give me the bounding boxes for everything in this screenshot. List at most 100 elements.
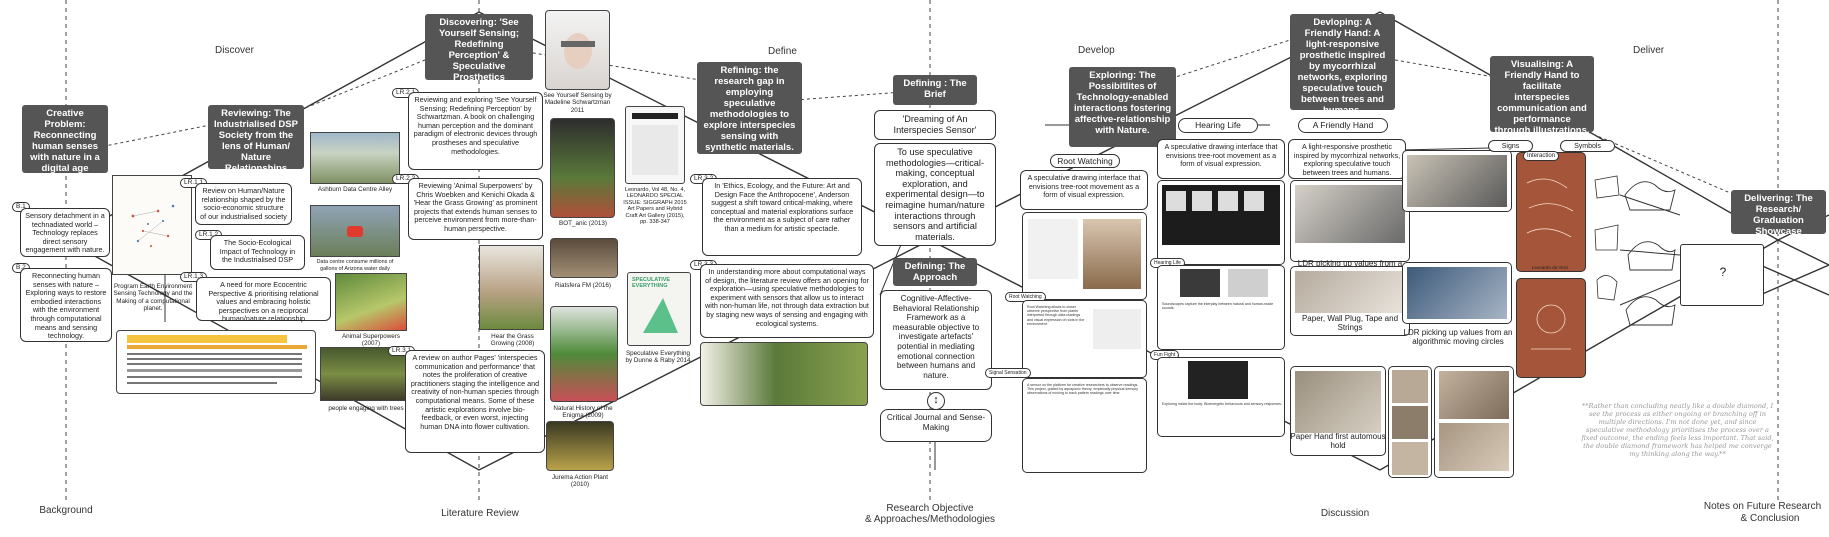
ldr-testing-photo (1407, 155, 1507, 207)
notes-text: Exploring inside the body: Bioenergetic … (1162, 402, 1282, 406)
friendly-hand-desc: A light-responsive prosthetic inspired b… (1288, 139, 1406, 179)
hearing-life-desc: A speculative drawing interface that env… (1157, 139, 1285, 179)
root-image (1083, 219, 1141, 289)
notes-sketch (1093, 309, 1141, 349)
deliver-outcome-box: ? (1680, 244, 1764, 306)
highlight-1 (127, 335, 287, 343)
hand-photo (1439, 371, 1509, 419)
ldr-algo-photo (1407, 267, 1507, 319)
notes-text: Soundscapes capture the interplay betwee… (1162, 302, 1274, 311)
scatter-illustration (131, 204, 175, 247)
people-trees-caption: people engaging with trees (328, 405, 404, 412)
discovering-box: Discovering: 'See Yourself Sensing; Rede… (425, 14, 533, 83)
ui-square (1166, 191, 1186, 211)
program-earth-image (112, 175, 192, 275)
label-discussion: Discussion (1320, 508, 1370, 519)
reflection-quote: **Rather than concluding neatly like a d… (1581, 402, 1774, 458)
notes-text: Root Watching allows to closer observe p… (1027, 305, 1085, 326)
botanic-photo (550, 118, 615, 218)
phase-develop: Develop (1078, 45, 1115, 56)
notes-text: A sensor on the platform for creative re… (1027, 383, 1139, 396)
illustration-frame: Interaction (1516, 151, 1586, 272)
ldr-algo-frame (1402, 262, 1512, 324)
approach-box: Cognitive-Affective-Behavioral Relations… (880, 290, 992, 390)
label-notes-future-research: Notes on Future Research (1703, 501, 1822, 512)
label-research-objective: Research Objective (886, 503, 974, 514)
paper-first-photo (1295, 371, 1381, 433)
brief-title-box: 'Dreaming of An Interspecies Sensor' (874, 110, 996, 140)
paper-hand-caption: Paper, Wall Plug, Tape and Strings (1301, 314, 1399, 332)
text-line (127, 353, 302, 355)
highlight-2 (127, 345, 307, 349)
woodcut-illustration (1531, 304, 1571, 350)
dark-photo (1188, 361, 1248, 399)
hand-sketches (1620, 170, 1680, 330)
visualising-box: Visualising: A Friendly Hand to facilita… (1490, 56, 1594, 136)
lr21-box: Reviewing and exploring 'See Yourself Se… (408, 92, 543, 170)
hand-photo (1439, 423, 1509, 471)
ldr-white-frame (1290, 180, 1410, 262)
developing-box: Devloping: A Friendly Hand: A light-resp… (1290, 14, 1395, 116)
ldr-algo-caption: LDR picking up values from an algorithmi… (1403, 328, 1513, 346)
hearing-life-notes: Soundscapes capture the interplay betwee… (1157, 265, 1285, 350)
journal-title-bar (632, 113, 678, 119)
text-line (127, 369, 302, 372)
face-illustration (561, 33, 595, 69)
root-watching-screenshot (1022, 212, 1147, 300)
end-marker (1759, 264, 1829, 296)
hearing-life-screenshot (1157, 180, 1285, 265)
hand-grid-frame (1434, 366, 1514, 478)
sketch-drawings (1594, 175, 1620, 301)
hand-photo (1392, 442, 1428, 475)
lr31-box: A review on author Pages' 'interspecies … (405, 350, 545, 453)
background-b1-box: Sensory detachment in a technadiated wor… (20, 208, 110, 257)
phase-define: Define (768, 46, 797, 57)
phase-deliver: Deliver (1633, 45, 1665, 56)
sketch-column (1592, 170, 1622, 320)
fun-fight-notes: Exploring inside the body: Bioenergetic … (1157, 357, 1285, 437)
program-earth-caption: Program Earth Environment Sensing Techno… (113, 283, 193, 313)
lr22-box: Reviewing 'Animal Superpowers' by Chris … (408, 178, 543, 240)
label-literature-review: Literature Review (441, 508, 519, 519)
text-excerpt-image (116, 330, 316, 394)
hand-photo (1392, 406, 1428, 439)
question-mark: ? (1719, 265, 1727, 279)
lr33-box: In understanding more about computationa… (700, 264, 874, 338)
refining-box: Refining: the research gap in employing … (697, 62, 802, 154)
text-line (127, 376, 302, 378)
animal-superpowers-photo (335, 273, 407, 331)
hearing-life-pill: Hearing Life (1178, 118, 1258, 133)
interaction-tag: Interaction (1523, 151, 1560, 161)
paper-hand-first-frame (1290, 366, 1386, 456)
datacentre-caption: Data centre consume millions of gallons … (316, 259, 394, 273)
jurema-caption: Jurema Action Plant (2010) (551, 474, 608, 489)
reviewing-box: Reviewing: The Industrialised DSP Societ… (208, 105, 304, 174)
text-line (127, 358, 302, 360)
friendly-hand-pill: A Friendly Hand (1298, 118, 1388, 133)
journal-image (632, 125, 678, 175)
natural-history-photo (550, 306, 618, 402)
label-conclusion: & Conclusion (1740, 513, 1800, 524)
illustration-caption: Leonardo da Vinci (1531, 265, 1569, 270)
defining-approach-box: Defining: The Approach (893, 258, 977, 286)
hand-sketch-drawings (1624, 181, 1676, 326)
ui-square (1218, 191, 1238, 211)
ldr-white-photo (1295, 185, 1405, 243)
paper-hand-frame (1290, 266, 1410, 336)
signal-sensation-notes: A sensor on the platform for creative re… (1022, 378, 1147, 473)
delivering-box: Delivering: The Research/ Graduation Sho… (1731, 190, 1826, 237)
ui-square (1192, 191, 1212, 211)
label-approaches: & Approaches/Methodologies (864, 514, 996, 525)
lr12-box: The Socio-Ecological Impact of Technolog… (210, 235, 305, 270)
lr13-box: A need for more Ecocentric Perspective &… (196, 277, 331, 323)
defining-brief-box: Defining : The Brief (893, 75, 977, 105)
lr32-box: In 'Ethics, Ecology, and the Future: Art… (702, 178, 862, 256)
hand-photo (1392, 370, 1428, 403)
hear-grass-caption: Hear the Grass Growing (2008) (490, 333, 535, 348)
people-trees-photo (320, 347, 412, 401)
small-screenshot (1228, 269, 1268, 297)
natural-history-caption: Natural History of the Enigma (2009) (553, 405, 613, 420)
root-watching-desc: A speculative drawing interface that env… (1020, 170, 1148, 210)
riatsfera-photo (550, 238, 618, 278)
leonardo-caption: Leonardo, Vol 48, No. 4, LEONARDO SPECIA… (623, 187, 687, 226)
